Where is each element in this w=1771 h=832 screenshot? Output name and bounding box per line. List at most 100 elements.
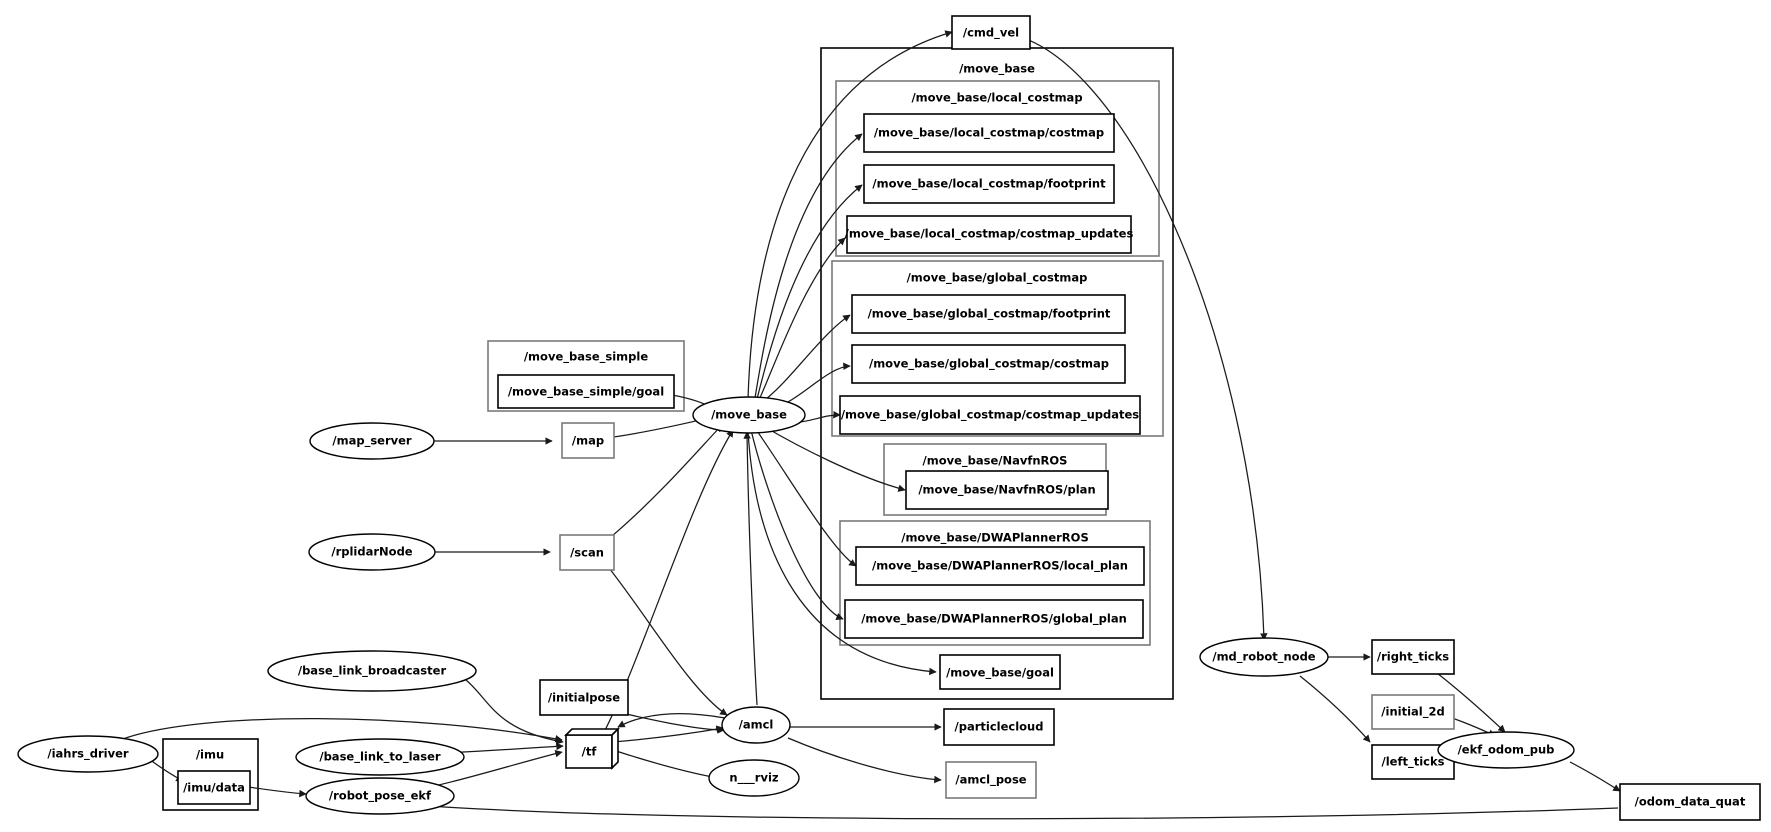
- cluster-global-costmap: /move_base/global_costmap: [831, 260, 1164, 437]
- node-scan-shape[interactable]: [559, 534, 615, 571]
- node-navfn_plan[interactable]: /move_base/NavfnROS/plan: [905, 470, 1109, 510]
- node-initialpose[interactable]: /initialpose: [539, 679, 629, 716]
- node-rplidarNode-shape[interactable]: [308, 533, 436, 571]
- node-md_robot_node[interactable]: /md_robot_node: [1199, 637, 1329, 677]
- node-md_robot_node-shape[interactable]: [1199, 637, 1329, 677]
- node-imu_data-label: /imu/data: [183, 781, 245, 795]
- node-tf-shape[interactable]: [565, 734, 613, 769]
- node-robot_pose_ekf-shape[interactable]: [305, 777, 455, 815]
- node-dwa_local_plan[interactable]: /move_base/DWAPlannerROS/local_plan: [855, 546, 1145, 586]
- node-left_ticks-label: /left_ticks: [1382, 755, 1445, 770]
- node-amcl-shape[interactable]: [721, 706, 791, 744]
- node-base_link_to_laser[interactable]: /base_link_to_laser: [295, 738, 465, 776]
- node-map-label: /map: [572, 434, 604, 448]
- node-lc_footprint[interactable]: /move_base/local_costmap/footprint: [863, 164, 1115, 204]
- node-rplidarNode[interactable]: /rplidarNode: [308, 533, 436, 571]
- node-imu_data-shape[interactable]: [177, 770, 251, 805]
- node-lc_costmap[interactable]: /move_base/local_costmap/costmap: [863, 113, 1115, 153]
- node-mb_goal[interactable]: /move_base/goal: [939, 654, 1061, 690]
- edge-tf-amcl: [612, 725, 724, 743]
- node-cmd_vel-shape[interactable]: [951, 15, 1031, 50]
- edge-move_base-cmd_vel: [747, 30, 953, 401]
- node-md_robot_node-label: /md_robot_node: [1212, 650, 1315, 665]
- node-mbs_goal[interactable]: /move_base_simple/goal: [497, 374, 675, 409]
- edge-scan-amcl: [608, 567, 728, 716]
- node-amcl_pose-shape[interactable]: [945, 761, 1037, 799]
- node-initialpose-shape[interactable]: [539, 679, 629, 716]
- node-map-shape[interactable]: [561, 422, 615, 459]
- edge-odom_data_quat-robot_pose_ekf: [391, 799, 1619, 820]
- node-gc_updates-shape[interactable]: [839, 395, 1141, 435]
- node-iahrs_driver-shape[interactable]: [17, 735, 159, 773]
- node-amcl[interactable]: /amcl: [721, 706, 791, 744]
- node-base_link_broadcaster-shape[interactable]: [267, 650, 477, 692]
- node-base_link_broadcaster[interactable]: /base_link_broadcaster: [267, 650, 477, 692]
- node-cmd_vel[interactable]: /cmd_vel: [951, 15, 1031, 50]
- node-odom_data_quat-shape[interactable]: [1619, 783, 1761, 821]
- node-map_server[interactable]: /map_server: [309, 422, 435, 460]
- node-particlecloud-shape[interactable]: [943, 708, 1055, 746]
- node-amcl_pose[interactable]: /amcl_pose: [945, 761, 1037, 799]
- node-dwa_global_plan-label: /move_base/DWAPlannerROS/global_plan: [861, 612, 1127, 627]
- edges-layer: [119, 30, 1621, 820]
- cluster-imu-label: /imu: [196, 748, 224, 762]
- edge-move_base-lc_costmap: [754, 133, 863, 399]
- node-imu_data[interactable]: /imu/data: [177, 770, 251, 805]
- node-rviz-label: n___rviz: [729, 771, 779, 786]
- node-lc_footprint-label: /move_base/local_costmap/footprint: [872, 177, 1106, 192]
- node-robot_pose_ekf[interactable]: /robot_pose_ekf: [305, 777, 455, 815]
- node-dwa_global_plan[interactable]: /move_base/DWAPlannerROS/global_plan: [844, 599, 1144, 639]
- node-map[interactable]: /map: [561, 422, 615, 459]
- node-odom_data_quat[interactable]: /odom_data_quat: [1619, 783, 1761, 821]
- node-lc_updates[interactable]: /move_base/local_costmap/costmap_updates: [845, 215, 1134, 254]
- node-move_base-label: /move_base: [711, 408, 787, 423]
- node-cmd_vel-label: /cmd_vel: [963, 26, 1019, 41]
- node-tf[interactable]: /tf: [564, 727, 620, 770]
- node-dwa_local_plan-shape[interactable]: [855, 546, 1145, 586]
- node-right_ticks[interactable]: /right_ticks: [1371, 639, 1455, 675]
- node-mb_goal-shape[interactable]: [939, 654, 1061, 690]
- node-ekf_odom_pub-shape[interactable]: [1437, 731, 1575, 769]
- node-dwa_global_plan-shape[interactable]: [844, 599, 1144, 639]
- node-rviz-shape[interactable]: [708, 759, 800, 797]
- node-particlecloud[interactable]: /particlecloud: [943, 708, 1055, 746]
- node-navfn_plan-shape[interactable]: [905, 470, 1109, 510]
- cluster-move-base-label: /move_base: [959, 62, 1035, 77]
- node-ekf_odom_pub-label: /ekf_odom_pub: [1458, 743, 1555, 758]
- edge-move_base-navfn_plan: [759, 423, 906, 492]
- node-robot_pose_ekf-label: /robot_pose_ekf: [329, 789, 432, 804]
- edge-md_robot_node-left_ticks: [1299, 675, 1371, 743]
- node-initialpose-label: /initialpose: [548, 691, 620, 705]
- node-iahrs_driver[interactable]: /iahrs_driver: [17, 735, 159, 773]
- node-lc_footprint-shape[interactable]: [863, 164, 1115, 204]
- node-tf-top-face: [564, 728, 620, 736]
- node-ekf_odom_pub[interactable]: /ekf_odom_pub: [1437, 731, 1575, 769]
- edge-imu_data-robot_pose_ekf: [247, 786, 307, 798]
- node-right_ticks-shape[interactable]: [1371, 639, 1455, 675]
- node-initial_2d-shape[interactable]: [1371, 694, 1455, 730]
- cluster-move-base-simple-label: /move_base_simple: [524, 350, 648, 365]
- node-gc_costmap[interactable]: /move_base/global_costmap/costmap: [851, 344, 1126, 384]
- node-gc_footprint-shape[interactable]: [851, 294, 1126, 334]
- node-scan[interactable]: /scan: [559, 534, 615, 571]
- node-map_server-shape[interactable]: [309, 422, 435, 460]
- node-initial_2d[interactable]: /initial_2d: [1371, 694, 1455, 730]
- node-lc_updates-shape[interactable]: [846, 215, 1132, 254]
- node-gc_footprint[interactable]: /move_base/global_costmap/footprint: [851, 294, 1126, 334]
- node-mbs_goal-shape[interactable]: [497, 374, 675, 409]
- cluster-global-costmap-border: [831, 260, 1164, 437]
- node-gc_updates[interactable]: /move_base/global_costmap/costmap_update…: [839, 395, 1141, 435]
- node-move_base[interactable]: /move_base: [692, 396, 806, 434]
- cluster-imu: /imu: [162, 738, 259, 811]
- node-move_base-shape[interactable]: [692, 396, 806, 434]
- edge-amcl-move_base: [743, 431, 758, 706]
- cluster-dwa: /move_base/DWAPlannerROS: [839, 520, 1151, 646]
- node-rviz[interactable]: n___rviz: [708, 759, 800, 797]
- node-lc_costmap-shape[interactable]: [863, 113, 1115, 153]
- node-gc_costmap-shape[interactable]: [851, 344, 1126, 384]
- edge-right_ticks-ekf_odom_pub: [1436, 672, 1506, 733]
- node-base_link_to_laser-shape[interactable]: [295, 738, 465, 776]
- cluster-global-costmap-label: /move_base/global_costmap: [907, 271, 1088, 286]
